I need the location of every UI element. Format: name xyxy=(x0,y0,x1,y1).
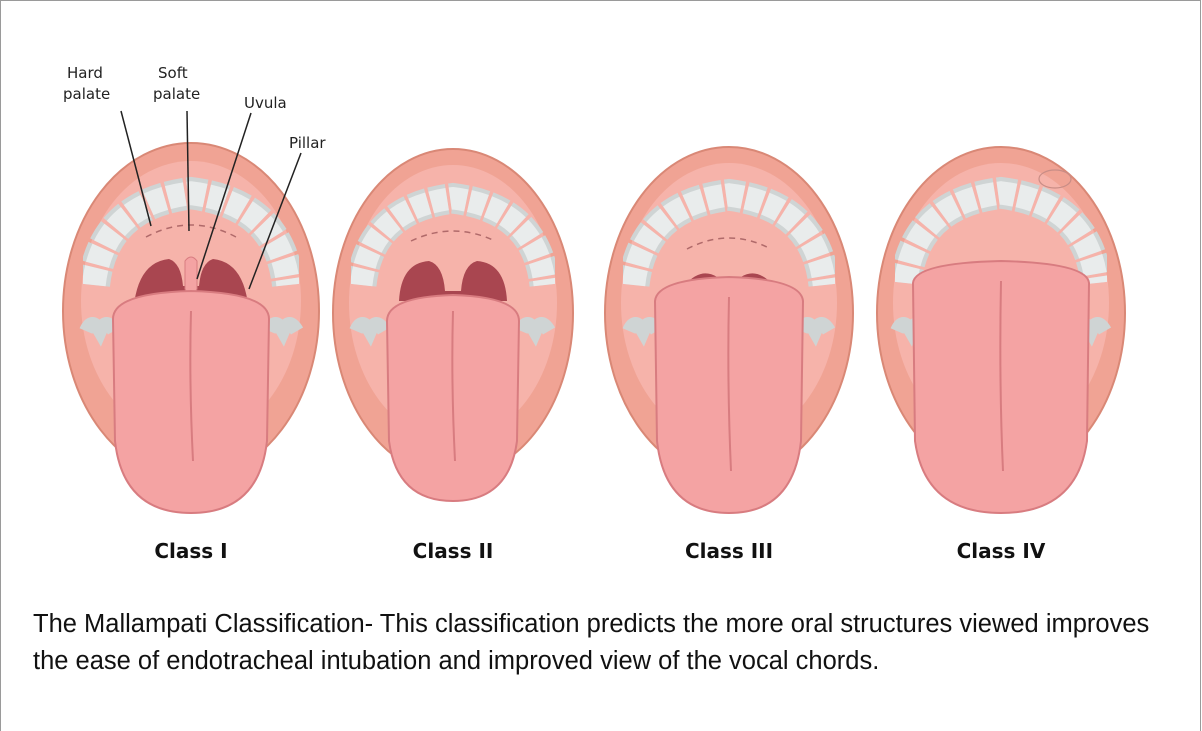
soft-palate-label-line2: palate xyxy=(153,85,200,103)
mouth-class-4 xyxy=(877,147,1125,513)
mouth-class-2 xyxy=(333,149,573,501)
class-4-label: Class IV xyxy=(957,539,1046,563)
mouth-class-1 xyxy=(63,111,319,513)
mallampati-diagram: Hard palate Soft palate Uvula Pillar Cla… xyxy=(1,1,1202,601)
mouth-class-3 xyxy=(605,147,853,513)
hard-palate-label-line2: palate xyxy=(63,85,110,103)
class-1-label: Class I xyxy=(154,539,227,563)
class-3-label: Class III xyxy=(685,539,773,563)
uvula-label: Uvula xyxy=(244,94,287,112)
soft-palate-label-line1: Soft xyxy=(158,64,188,82)
class-2-label: Class II xyxy=(413,539,494,563)
figure-caption: The Mallampati Classification- This clas… xyxy=(33,606,1183,680)
pillar-label: Pillar xyxy=(289,134,326,152)
hard-palate-label-line1: Hard xyxy=(67,64,103,82)
